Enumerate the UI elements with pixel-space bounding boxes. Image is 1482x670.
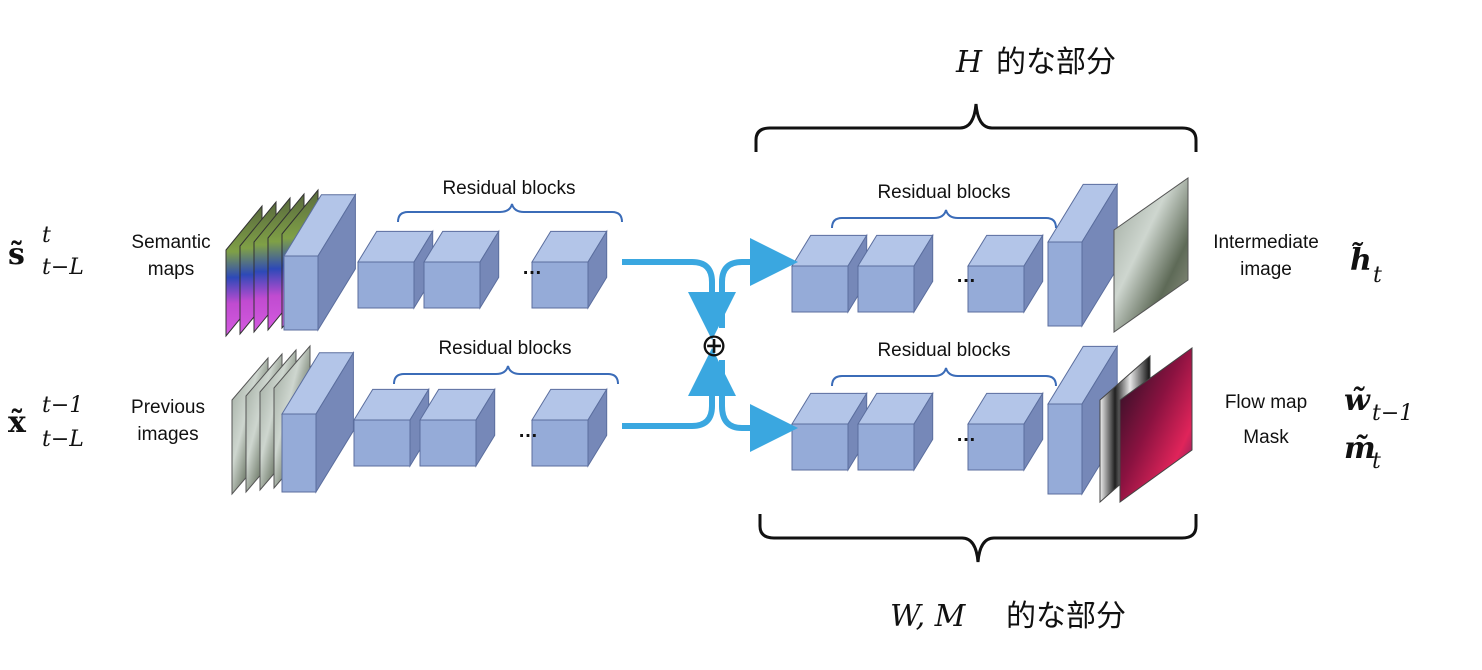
res-block-bottom-right-3	[967, 391, 1044, 472]
previous-symbol-sub: t−L	[42, 427, 84, 452]
flow-symbol-sub: t−1	[1372, 401, 1413, 426]
semantic-symbol: s̃	[8, 237, 25, 272]
arrow-combine-to-bottom-branch	[719, 360, 798, 452]
intermediate-image-thumbnail	[1113, 177, 1189, 333]
semantic-symbol-sup: t	[42, 223, 51, 248]
previous-symbol: x̃	[8, 405, 27, 440]
ellipsis-top-left: …	[522, 257, 542, 279]
res-block-bottom-right-2	[857, 391, 934, 472]
flow-map-label: Flow map	[1225, 392, 1307, 413]
ellipsis-top-right: …	[956, 265, 976, 287]
encoder-block-previous	[281, 351, 355, 494]
previous-label-line2: images	[137, 424, 198, 445]
residual-brace-bottom-left	[393, 365, 619, 385]
residual-blocks-label-bottom-left: Residual blocks	[438, 338, 571, 359]
mask-symbol: m̃	[1344, 431, 1376, 466]
intermediate-label-line1: Intermediate	[1213, 232, 1319, 253]
mask-label: Mask	[1243, 427, 1289, 448]
previous-symbol-sup: t−1	[42, 393, 83, 418]
residual-blocks-label-top-left: Residual blocks	[442, 178, 575, 199]
res-block-top-right-1	[791, 233, 868, 314]
flow-map-and-mask-thumbnails	[1099, 347, 1193, 504]
res-block-previous-3	[531, 387, 608, 468]
decoder-block-intermediate	[1047, 182, 1119, 328]
bottom-group-brace	[758, 514, 1198, 563]
semantic-label-line1: Semantic	[131, 232, 210, 253]
residual-blocks-label-bottom-right: Residual blocks	[877, 340, 1010, 361]
top-group-suffix: 的な部分	[996, 45, 1116, 80]
res-block-top-right-2	[857, 233, 934, 314]
top-group-variable: H	[955, 45, 983, 80]
res-block-semantic-2	[423, 229, 500, 310]
res-block-previous-2	[419, 387, 496, 468]
top-group-brace	[754, 103, 1198, 152]
network-blocks	[281, 182, 1119, 496]
combine-sum-icon: ⊕	[701, 326, 728, 364]
res-block-top-right-3	[967, 233, 1044, 314]
residual-brace-top-right	[831, 209, 1057, 229]
intermediate-label-line2: image	[1240, 259, 1292, 280]
mask-symbol-sub: t	[1372, 449, 1381, 474]
residual-blocks-label-top-right: Residual blocks	[877, 182, 1010, 203]
ellipsis-bottom-left: …	[518, 420, 538, 442]
semantic-symbol-sub: t−L	[42, 255, 84, 280]
arrow-previous-to-combine	[622, 348, 736, 429]
res-block-bottom-right-1	[791, 391, 868, 472]
res-block-semantic-3	[531, 229, 608, 310]
res-block-previous-1	[353, 387, 430, 468]
residual-brace-bottom-right	[831, 367, 1057, 387]
intermediate-symbol: h̃	[1350, 243, 1372, 278]
previous-label-line1: Previous	[131, 397, 205, 418]
encoder-block-semantic	[283, 193, 357, 332]
decoder-block-flow-mask	[1047, 344, 1119, 496]
flow-symbol: w̃	[1344, 383, 1371, 418]
arrow-combine-to-top-branch	[719, 238, 798, 328]
res-block-semantic-1	[357, 229, 434, 310]
ellipsis-bottom-right: …	[956, 424, 976, 446]
arrow-semantic-to-combine	[622, 259, 736, 340]
residual-brace-top-left	[397, 203, 623, 223]
bottom-group-variable: W, M	[890, 599, 967, 634]
semantic-label-line2: maps	[148, 259, 194, 280]
bottom-group-suffix: 的な部分	[1006, 599, 1126, 634]
intermediate-symbol-sub: t	[1373, 263, 1382, 288]
